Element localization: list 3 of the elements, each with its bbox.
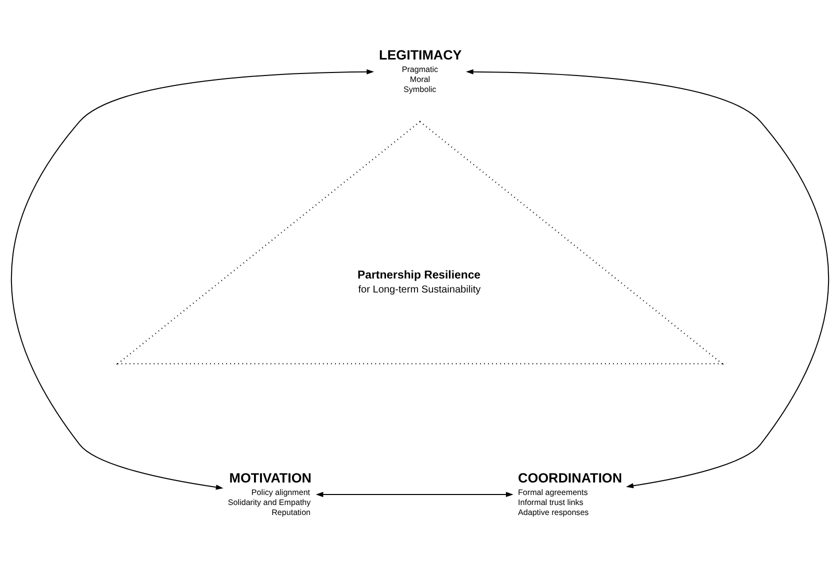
arrow xyxy=(316,492,514,498)
arrow xyxy=(466,69,830,488)
arrow xyxy=(11,69,374,490)
